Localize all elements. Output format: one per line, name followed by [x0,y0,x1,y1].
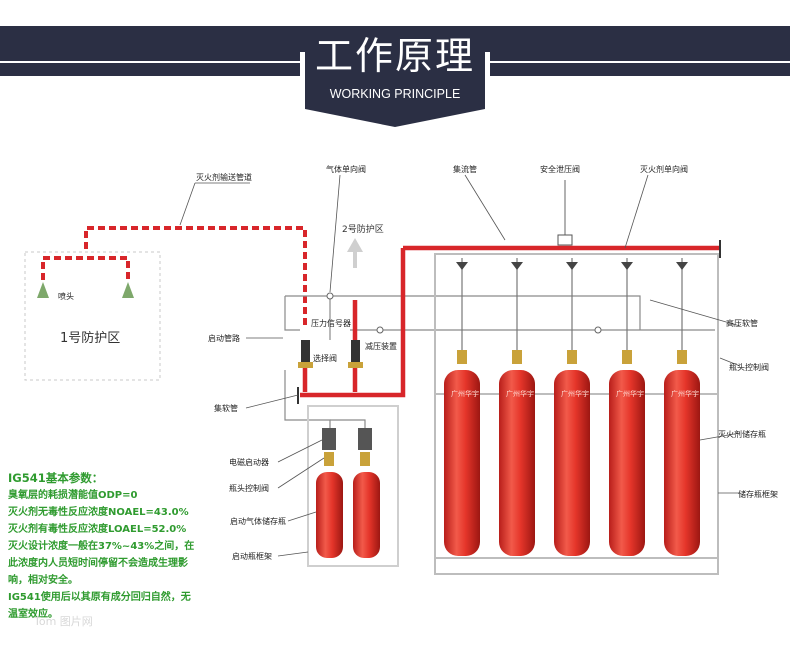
dashed-pipeline [41,226,307,325]
label-safety-valve: 安全泄压阀 [540,164,580,174]
nozzle-left-icon [37,282,49,298]
label-manifold: 集流管 [453,164,477,174]
watermark: Tom 图片网 [34,615,93,628]
label-start-rack: 启动瓶框架 [232,551,272,561]
params-line-8: 温室效应。 [8,609,58,620]
label-cyl-valve-right: 瓶头控制阀 [729,362,769,372]
banner-line-right [490,61,790,63]
nozzle-label: 喷头 [58,291,74,301]
params-line-6: 响，相对安全。 [8,575,78,586]
label-solenoid: 电磁启动器 [229,457,269,467]
selector-valve-1-icon [301,340,310,362]
agent-cylinder-1: 广州华宇 [444,258,480,556]
label-pipeline: 灭火剂输送管道 [196,172,252,182]
zone2-arrow-icon [347,238,363,252]
safety-valve-icon [557,234,573,246]
line-valve-icon [594,326,602,334]
label-agent-cylinder: 灭火剂储存瓶 [718,429,766,439]
params-line-4: 灭火设计浓度一般在37%~43%之间，在 [8,541,195,552]
zone1-label: 1号防护区 [60,330,120,346]
selector-valve-2-icon [351,340,360,362]
title-notch [305,109,485,127]
label-cyl-valve-left: 瓶头控制阀 [229,483,269,493]
label-reducer: 减压装置 [365,341,397,351]
solenoid-1-icon [322,428,336,450]
reducer-valve-icon [376,326,384,334]
page-subtitle: WORKING PRINCIPLE [329,87,461,101]
nozzle-right-icon [122,282,134,298]
params-line-3: 灭火剂有毒性反应浓度LOAEL=52.0% [8,524,187,535]
leader-lines [179,174,741,557]
selector-valve-2-base [348,362,363,368]
ig541-parameters: IG541基本参数： 臭氧层的耗损潜能值ODP=0 灭火剂无毒性反应浓度NOAE… [8,470,228,623]
label-start-pipe: 启动管路 [208,333,240,343]
agent-cylinder-4: 广州华宇 [609,258,645,556]
selector-valve-1-base [298,362,313,368]
label-collector-hose: 集软管 [214,403,238,413]
label-agent-check-valve: 灭火剂单向阀 [640,164,688,174]
params-line-1: 臭氧层的耗损潜能值ODP=0 [8,490,138,501]
banner-line-left [0,61,300,63]
cylinder-brand-2: 广州华宇 [506,389,534,398]
page-title: 工作原理 [314,34,475,78]
solenoid-2-icon [358,428,372,450]
zone1-boundary [24,251,161,381]
cylinder-brand-1: 广州华宇 [451,389,479,398]
label-selector-valve: 选择阀 [313,353,337,363]
label-hp-hose: 高压软管 [726,318,758,328]
start-cylinders [316,428,380,558]
label-storage-rack: 储存瓶框架 [738,489,778,499]
params-line-5: 此浓度内人员短时间停留不会造成生理影 [8,558,188,569]
params-heading: IG541基本参数： [8,471,104,485]
label-pressure-switch: 压力信号器 [311,318,351,328]
gas-check-valve-icon [326,292,334,300]
cylinder-brand-3: 广州华宇 [561,389,589,398]
zone2-label: 2号防护区 [342,223,384,235]
params-line-2: 灭火剂无毒性反应浓度NOAEL=43.0% [8,507,189,518]
cylinder-brand-5: 广州华宇 [671,389,699,398]
label-start-cylinder: 启动气体储存瓶 [230,516,286,526]
start-rack-frame [307,405,399,567]
params-line-7: IG541使用后以其原有成分回归自然，无 [8,592,191,603]
agent-cylinder-5: 广州华宇 [664,258,700,556]
agent-cylinder-3: 广州华宇 [554,258,590,556]
cylinder-brand-4: 广州华宇 [616,389,644,398]
agent-cylinders: 广州华宇 广州华宇 广州华宇 广州华宇 广州华宇 [444,258,700,556]
title-box [305,26,485,109]
label-gas-check-valve: 气体单向阀 [326,164,366,174]
agent-cylinder-2: 广州华宇 [499,258,535,556]
